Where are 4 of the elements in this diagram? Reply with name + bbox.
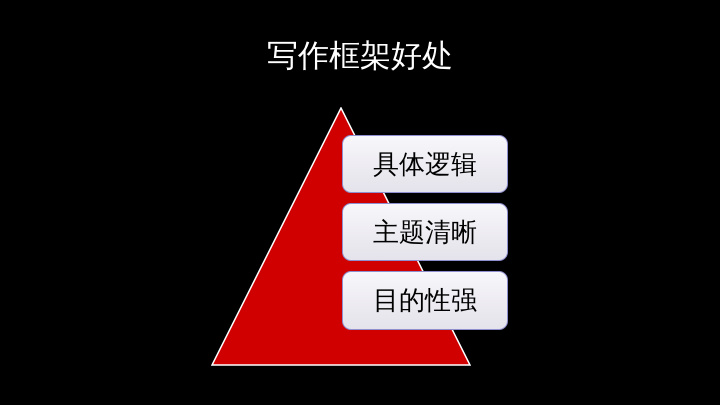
text-box: 主题清晰 xyxy=(342,203,508,261)
title: 写作框架好处 xyxy=(266,37,454,76)
text-box: 目的性强 xyxy=(342,271,508,330)
text-box: 具体逻辑 xyxy=(342,135,508,193)
